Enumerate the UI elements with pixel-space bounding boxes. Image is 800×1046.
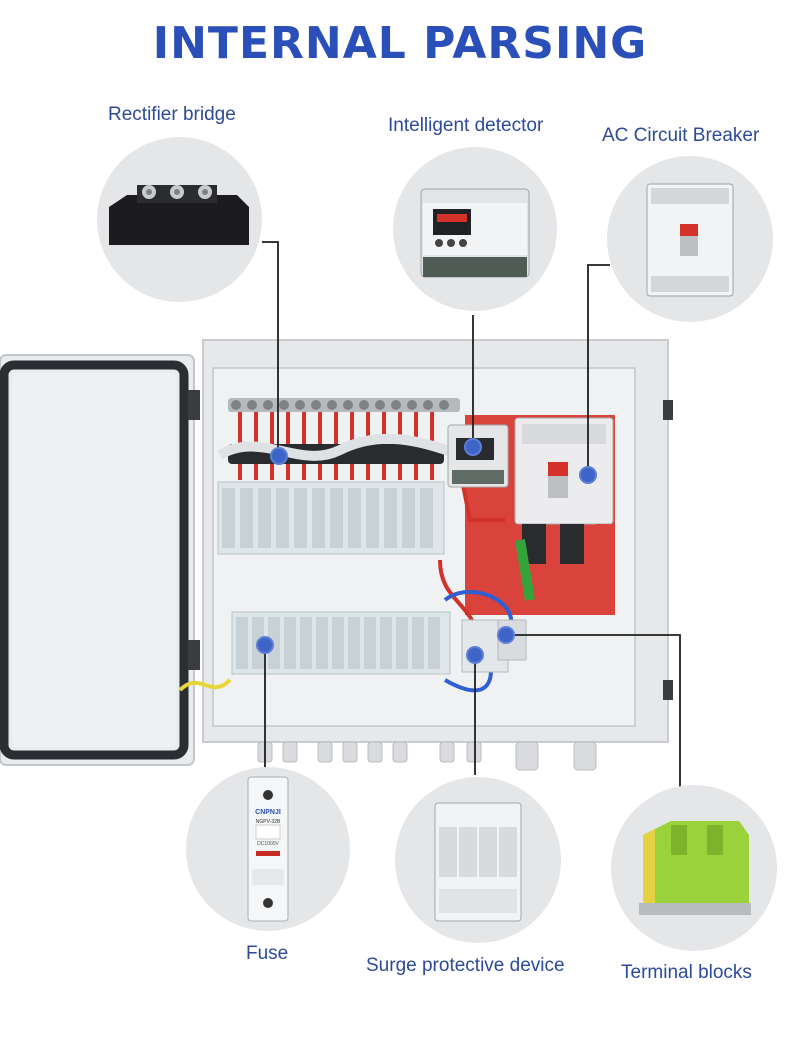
bubble-surge-protective-device: [395, 777, 561, 943]
detector-in-box: [447, 424, 509, 488]
marker-ac-circuit-breaker[interactable]: [579, 466, 597, 484]
bubble-fuse: CNPNJI NGPV-32B DC1000V: [186, 767, 350, 931]
upper-fuse-row: [217, 481, 445, 555]
enclosure-door: [0, 354, 200, 766]
page-title: INTERNAL PARSING: [152, 18, 648, 69]
terminal-blocks-icon: [639, 821, 751, 915]
ac-circuit-breaker-icon: [646, 183, 734, 297]
bubble-rectifier-bridge: [97, 137, 262, 302]
surge-protective-device-icon: [434, 802, 522, 922]
bubble-ac-circuit-breaker: [607, 156, 773, 322]
label-intelligent-detector: Intelligent detector: [388, 115, 544, 136]
busbar: [228, 398, 460, 412]
marker-surge-protective-device[interactable]: [466, 646, 484, 664]
marker-terminal-blocks[interactable]: [497, 626, 515, 644]
marker-fuse[interactable]: [256, 636, 274, 654]
intelligent-detector-icon: [420, 188, 530, 278]
label-rectifier-bridge: Rectifier bridge: [108, 104, 236, 125]
fuse-icon: [247, 776, 289, 922]
label-surge-protective-device: Surge protective device: [366, 955, 565, 976]
leader-lines: [262, 241, 681, 788]
label-fuse: Fuse: [246, 943, 289, 964]
label-terminal-blocks: Terminal blocks: [621, 962, 752, 983]
marker-rectifier-bridge[interactable]: [270, 447, 288, 465]
lower-fuse-row: [231, 611, 451, 675]
bubble-intelligent-detector: [393, 147, 557, 311]
bubble-terminal-blocks: [611, 785, 777, 951]
marker-intelligent-detector[interactable]: [464, 438, 482, 456]
fuse-spec-text: DC1000V: [257, 841, 279, 847]
rectifier-bridge-icon: [109, 185, 249, 245]
fuse-model-text: NGPV-32B: [255, 819, 281, 825]
label-ac-circuit-breaker: AC Circuit Breaker: [602, 125, 760, 146]
fuse-brand-text: CNPNJI: [255, 809, 281, 816]
